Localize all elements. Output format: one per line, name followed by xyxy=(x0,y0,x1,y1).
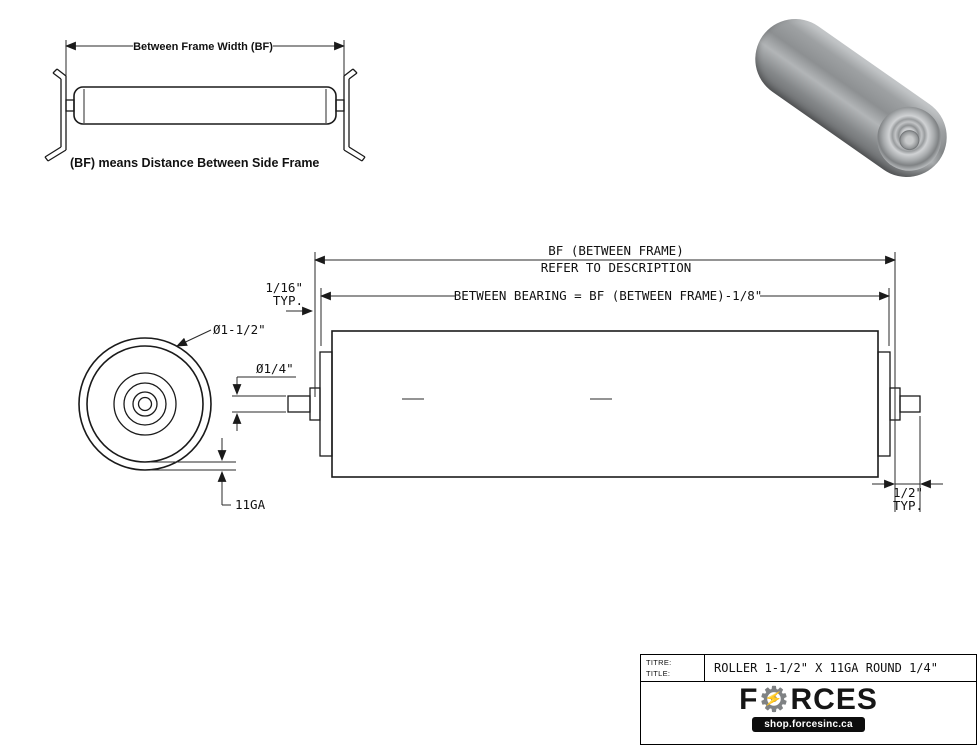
brand-letter-f: F xyxy=(739,683,759,716)
roller-3d-endcap xyxy=(864,94,954,184)
inset-right-frame xyxy=(343,68,366,162)
website-badge: shop.forcesinc.ca xyxy=(752,717,865,732)
gear-glyph: ⚙ xyxy=(758,681,791,719)
roller-diameter-label: Ø1-1/2" xyxy=(213,322,266,337)
gap-value-label: 1/16" xyxy=(265,280,303,295)
inset-left-shaft xyxy=(65,99,75,112)
tail-value-label: 1/2" xyxy=(893,485,923,500)
dim-frame-gap: 1/16" TYP. xyxy=(265,280,314,316)
dim-between-frame: BF (BETWEEN FRAME) REFER TO DESCRIPTION xyxy=(313,243,897,512)
right-shaft xyxy=(899,395,921,413)
bf-inset-dim-label: Between Frame Width (BF) xyxy=(133,41,273,53)
gap-typ-label: TYP. xyxy=(273,293,303,308)
dim-shaft-diameter: Ø1/4" xyxy=(232,361,296,431)
title-labels-cell: TITRE: TITLE: xyxy=(641,655,705,681)
drawing-title: ROLLER 1-1/2" X 11GA ROUND 1/4" xyxy=(714,661,938,675)
dim-shaft-tail: 1/2" TYP. xyxy=(872,416,943,513)
gauge-label: 11GA xyxy=(235,497,266,512)
roller-3d-shaft xyxy=(895,126,924,155)
title-block: TITRE: TITLE: ROLLER 1-1/2" X 11GA ROUND… xyxy=(640,654,977,745)
forces-logo: F ⚙ ⚡ RCES xyxy=(641,681,976,719)
inset-right-shaft xyxy=(335,99,345,112)
title-label-en: TITLE: xyxy=(646,669,671,678)
roller-end-view: Ø1-1/2" 11GA xyxy=(78,322,266,512)
between-bearing-label: BETWEEN BEARING = BF (BETWEEN FRAME)-1/8… xyxy=(454,288,763,303)
title-label-fr: TITRE: xyxy=(646,658,672,667)
dim-between-bearing: BETWEEN BEARING = BF (BETWEEN FRAME)-1/8… xyxy=(319,288,891,346)
brand-letters-rces: RCES xyxy=(790,683,878,716)
roller-3d-body xyxy=(739,3,963,193)
inset-roller xyxy=(73,86,337,125)
logo-area: F ⚙ ⚡ RCES shop.forcesinc.ca xyxy=(641,681,976,745)
left-shaft xyxy=(287,395,311,413)
gear-icon: ⚙ ⚡ xyxy=(758,681,791,719)
shaft-diameter-label: Ø1/4" xyxy=(256,361,294,376)
roller-3d-render xyxy=(735,3,973,196)
website-text: shop.forcesinc.ca xyxy=(764,719,853,730)
tail-typ-label: TYP. xyxy=(893,498,923,513)
bf-dim-label-line2: REFER TO DESCRIPTION xyxy=(541,260,692,275)
bf-inset-diagram: Between Frame Width (BF) (BF) means Dist… xyxy=(44,40,366,170)
title-row: TITRE: TITLE: ROLLER 1-1/2" X 11GA ROUND… xyxy=(641,655,976,682)
lightning-bolt-icon: ⚡ xyxy=(763,689,786,710)
roller-body xyxy=(331,330,879,478)
inset-left-frame xyxy=(44,68,67,162)
left-bearing-cap xyxy=(319,351,333,457)
bf-dim-label-line1: BF (BETWEEN FRAME) xyxy=(548,243,683,258)
roller-side-view xyxy=(287,330,921,478)
bf-inset-caption: (BF) means Distance Between Side Frame xyxy=(70,156,319,170)
right-bearing-cap xyxy=(877,351,891,457)
